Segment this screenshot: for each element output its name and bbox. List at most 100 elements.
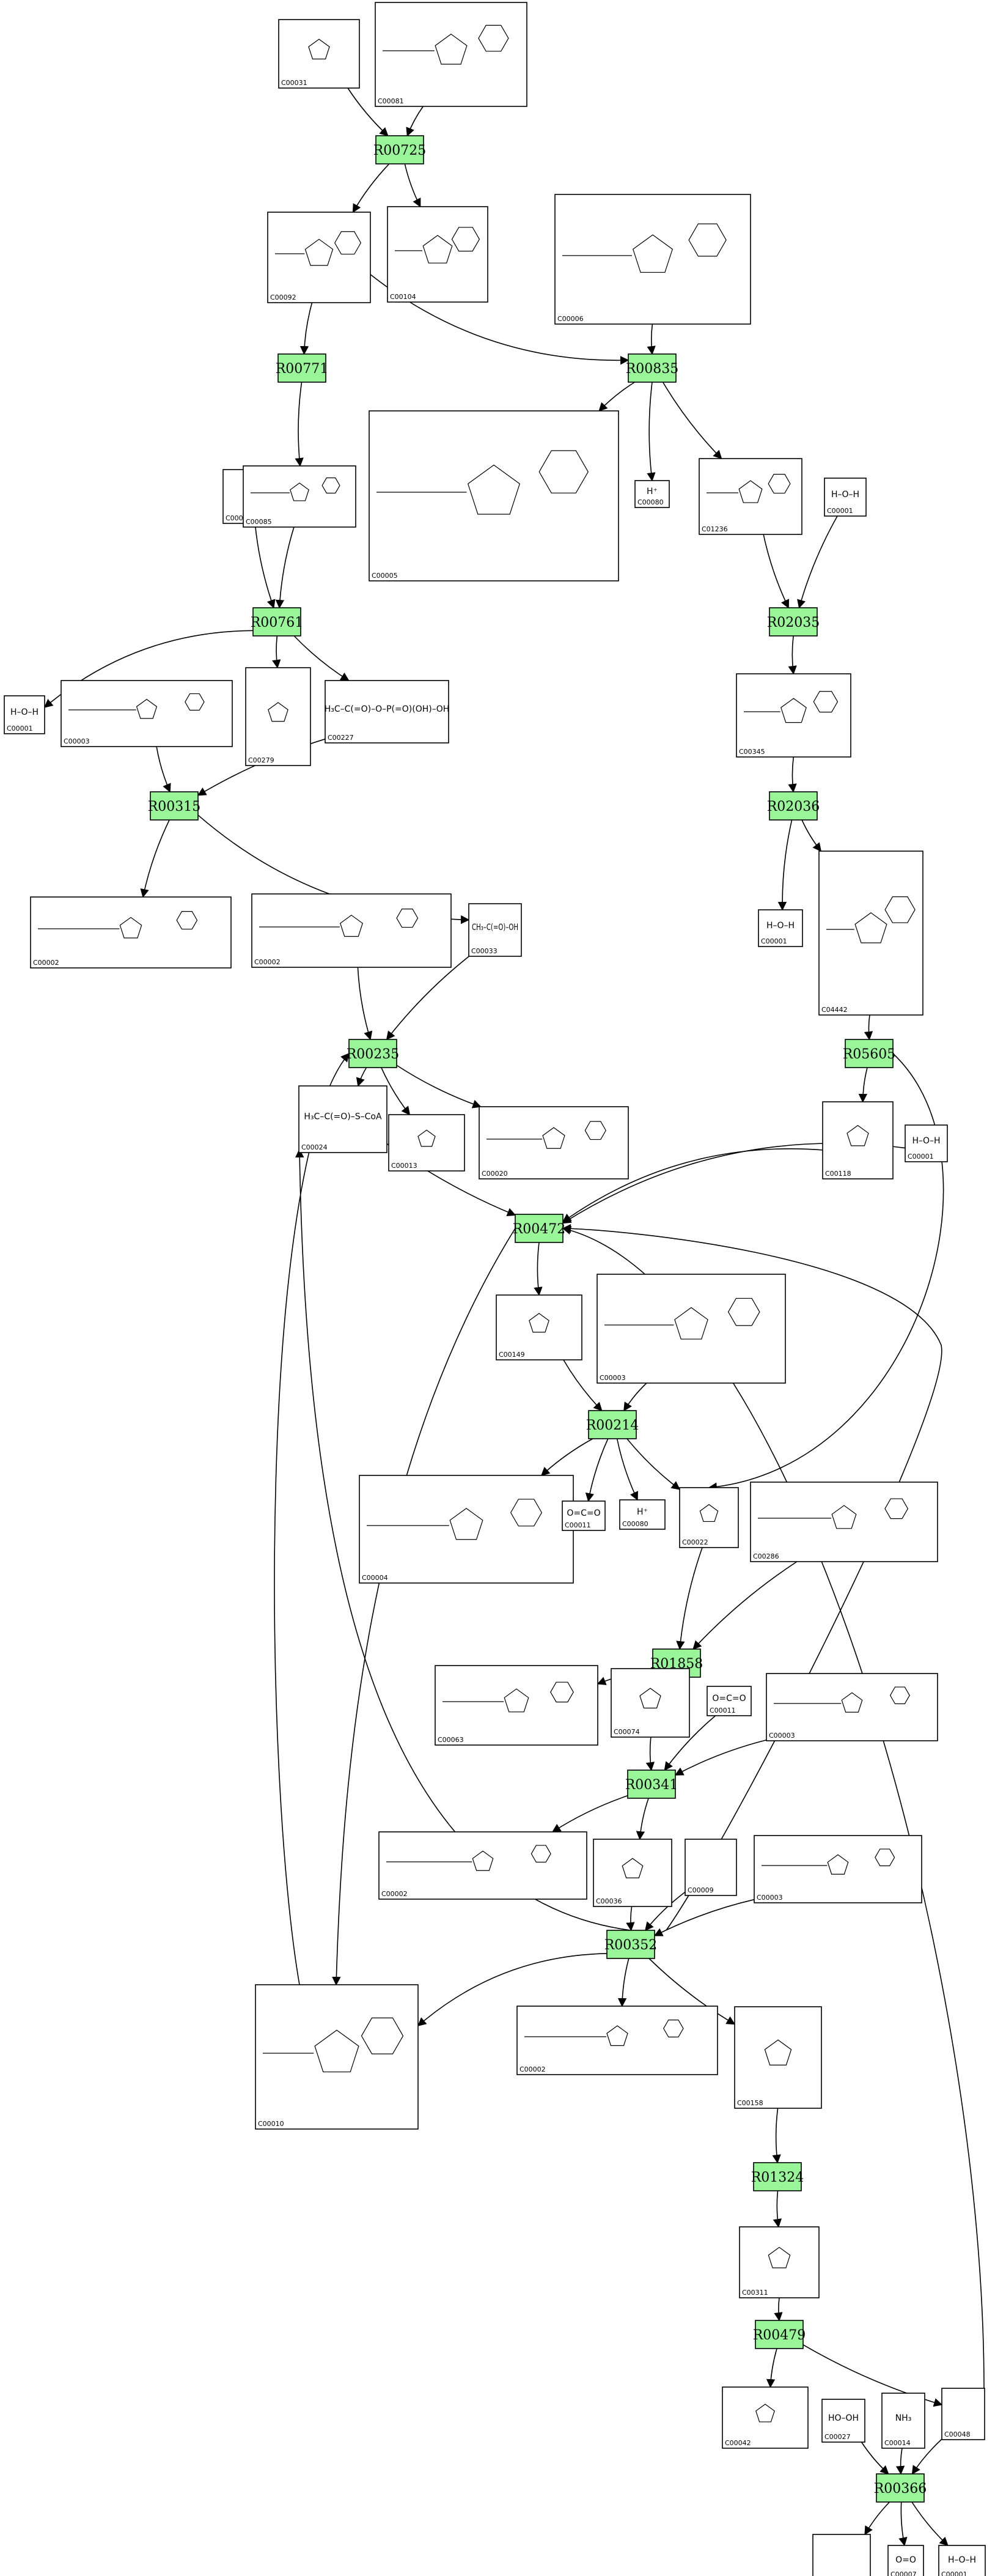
edge-C00009a-R00761 [254, 523, 276, 609]
reaction-box [252, 607, 301, 637]
compound-node-c00092[interactable]: C00092 [267, 212, 371, 303]
reaction-node-r00341[interactable]: R00341 [625, 1770, 678, 1799]
compound-box [369, 410, 619, 581]
compound-node-c00010[interactable]: C00010 [255, 1984, 419, 2130]
edge-R00352-C00010 [417, 1953, 608, 2027]
compound-node-c00081[interactable]: C00081 [375, 2, 527, 107]
reaction-box [769, 791, 818, 821]
compound-node-c00003[interactable]: C00003 [61, 680, 233, 747]
reaction-node-r00352[interactable]: R00352 [604, 1930, 658, 1959]
edge-R00341-C00036 [636, 1798, 649, 1840]
compound-node-c00345[interactable]: C00345 [736, 673, 851, 758]
reaction-node-r05605[interactable]: R05605 [843, 1039, 896, 1068]
reaction-node-r00835[interactable]: R00835 [626, 353, 679, 383]
compound-node-c00085[interactable]: C00085 [243, 465, 356, 528]
compound-node-c00104[interactable]: C00104 [387, 206, 488, 303]
reaction-node-r00725[interactable]: R00725 [373, 135, 427, 164]
compound-box [4, 695, 45, 734]
compound-node-c00031[interactable]: C00031 [278, 19, 360, 89]
compound-node-c00003[interactable]: C00003 [754, 1835, 922, 1903]
edge-C00085-R00761 [275, 526, 295, 609]
compound-box [750, 1482, 938, 1562]
compound-node-c00020[interactable]: C00020 [479, 1106, 629, 1179]
edge-R02035-C00345 [788, 635, 797, 675]
compound-formula: H–O–H [912, 1136, 940, 1146]
compound-node-c00002[interactable]: C00002 [30, 896, 232, 969]
compound-node-c00042[interactable]: C00042 [722, 2386, 809, 2449]
compound-id: C00011 [565, 1521, 591, 1529]
compound-node-c00003[interactable]: C00003 [597, 1274, 786, 1384]
reaction-node-r01324[interactable]: R01324 [751, 2162, 804, 2191]
compound-node-c00002[interactable]: C00002 [378, 1831, 587, 1900]
compound-node-c00002[interactable]: C00002 [516, 2006, 718, 2075]
compound-node-c00004[interactable]: C00004 [359, 1475, 574, 1584]
compound-node-c00080[interactable]: H⁺C00080 [619, 1499, 666, 1530]
edge-C00011b-R00341 [664, 1715, 716, 1771]
compound-id: C00024 [301, 1143, 328, 1151]
compound-node-c04442[interactable]: C04442 [818, 851, 923, 1016]
compound-node-c00048[interactable]: C00048 [941, 2388, 985, 2440]
compound-node-c01236[interactable]: C01236 [699, 458, 802, 535]
compound-node-c00311[interactable]: C00311 [739, 2226, 820, 2298]
compound-formula: H₃C–C(=O)–O–P(=O)(OH)–OH [325, 704, 450, 714]
compound-node-c00118[interactable]: C00118 [822, 1101, 894, 1179]
compound-box [375, 2, 527, 107]
compound-node-c00013[interactable]: C00013 [388, 1114, 465, 1172]
compound-node-c00149[interactable]: C00149 [496, 1294, 582, 1360]
reaction-node-r00214[interactable]: R00214 [586, 1410, 639, 1439]
edge-R00761-C00227 [293, 635, 350, 681]
reaction-node-r00479[interactable]: R00479 [753, 2320, 806, 2349]
compound-node-c00037[interactable]: C00037 [812, 2534, 871, 2576]
compound-box [387, 206, 488, 303]
reaction-node-r02035[interactable]: R02035 [767, 607, 820, 637]
reaction-node-r02036[interactable]: R02036 [767, 791, 820, 821]
compound-node-c00022[interactable]: C00022 [679, 1487, 739, 1548]
edge-long-5 [708, 1053, 944, 1491]
reaction-box [627, 1770, 676, 1799]
reaction-node-r00761[interactable]: R00761 [251, 607, 304, 637]
compound-id: C00074 [614, 1728, 640, 1736]
reaction-node-r00771[interactable]: R00771 [276, 353, 329, 383]
reaction-node-r00235[interactable]: R00235 [347, 1039, 400, 1068]
edge-R02036-C04442 [801, 819, 822, 852]
reaction-label: R00315 [148, 799, 201, 814]
edge-R00771-C00085 [295, 382, 304, 467]
reaction-box [588, 1410, 637, 1439]
edge-R00725-C00104 [404, 163, 421, 208]
compound-id: C00027 [824, 2433, 851, 2441]
compound-node-c00074[interactable]: C00074 [611, 1668, 690, 1738]
compound-node-c00286[interactable]: C00286 [750, 1482, 938, 1562]
compound-node-c00036[interactable]: C00036 [593, 1839, 672, 1907]
reaction-node-r00472[interactable]: R00472 [513, 1214, 566, 1243]
compound-node-c00063[interactable]: C00063 [435, 1665, 598, 1746]
compound-node-c00158[interactable]: C00158 [734, 2006, 822, 2109]
compound-node-c00002[interactable]: C00002 [251, 893, 452, 968]
compound-box [905, 1124, 948, 1162]
compound-node-c00003[interactable]: C00003 [766, 1673, 938, 1741]
compound-formula: O=O [895, 2555, 916, 2565]
compound-node-c00279[interactable]: C00279 [245, 667, 311, 766]
compound-id: C00003 [600, 1374, 626, 1382]
compound-id: C00013 [391, 1162, 417, 1170]
reaction-node-r00366[interactable]: R00366 [874, 2473, 927, 2503]
compound-node-c00009[interactable]: C00009 [685, 1839, 737, 1896]
compound-node-c00006[interactable]: C00006 [554, 194, 751, 325]
compound-node-c00080[interactable]: H⁺C00080 [634, 480, 670, 508]
reaction-node-r00315[interactable]: R00315 [148, 791, 201, 821]
edge-C00006a-R00835 [647, 323, 656, 355]
reaction-box [515, 1214, 564, 1243]
compound-node-c00005[interactable]: C00005 [369, 410, 619, 581]
